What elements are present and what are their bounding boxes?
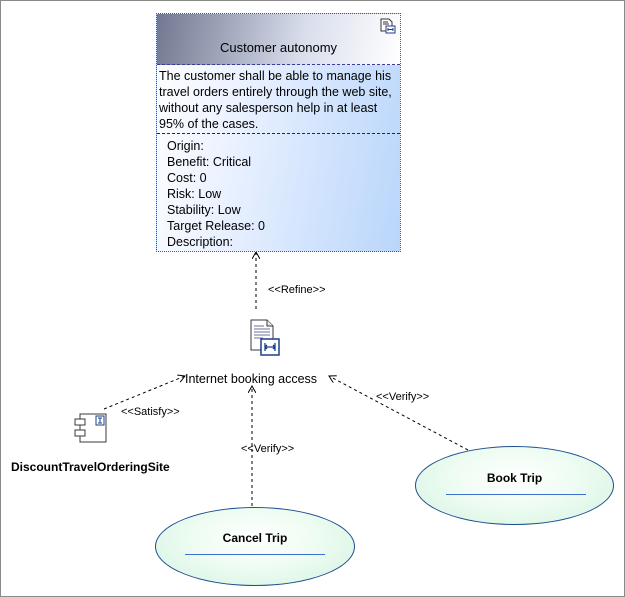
requirement-title: Customer autonomy <box>219 40 338 55</box>
property-description: Description: <box>167 235 233 249</box>
artifact-label[interactable]: Internet booking access <box>185 372 318 386</box>
satisfy-label: <<Satisfy>> <box>121 406 180 418</box>
property-cost: Cost: 0 <box>167 171 207 185</box>
property-target-release: Target Release: 0 <box>167 219 265 233</box>
usecase-cancel-trip[interactable]: Cancel Trip <box>155 507 355 586</box>
verify-book-label: <<Verify>> <box>376 391 430 403</box>
requirement-text: The customer shall be able to manage his… <box>157 65 400 134</box>
requirement-icon <box>380 18 396 39</box>
usecase-book-trip-title: Book Trip <box>486 471 543 485</box>
component-icon[interactable] <box>73 412 109 449</box>
usecase-book-trip[interactable]: Book Trip <box>415 446 614 525</box>
verify-cancel-label: <<Verify>> <box>241 443 295 455</box>
property-benefit: Benefit: Critical <box>167 155 252 169</box>
requirement-properties: Origin: Benefit: Critical Cost: 0 Risk: … <box>157 134 400 250</box>
usecase-cancel-trip-divider <box>185 554 325 555</box>
property-stability: Stability: Low <box>167 203 241 217</box>
usecase-book-trip-divider <box>446 494 586 495</box>
requirement-box[interactable]: Customer autonomy The customer shall be … <box>156 13 401 252</box>
requirement-header: Customer autonomy <box>157 14 400 65</box>
property-origin: Origin: <box>167 139 204 153</box>
property-risk: Risk: Low <box>167 187 222 201</box>
document-artifact-icon[interactable] <box>249 319 281 362</box>
verify-book-link[interactable] <box>329 376 469 451</box>
usecase-cancel-trip-title: Cancel Trip <box>222 531 288 545</box>
component-label[interactable]: DiscountTravelOrderingSite <box>11 460 170 474</box>
satisfy-link[interactable] <box>103 376 185 410</box>
refine-label: <<Refine>> <box>268 284 326 296</box>
